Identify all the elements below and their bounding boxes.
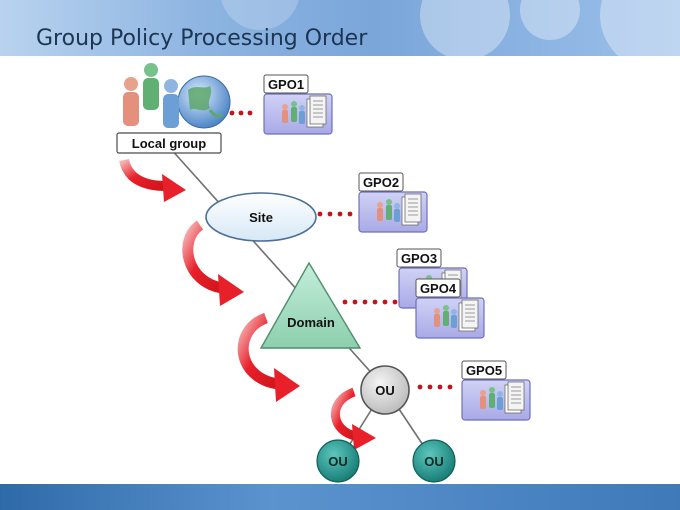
gpo2-label: GPO2 <box>363 175 399 190</box>
users-document-icon <box>461 379 531 421</box>
curved-arrow-icon <box>237 312 300 402</box>
page-title: Group Policy Processing Order <box>36 26 368 51</box>
gpo1[interactable]: GPO1 <box>263 74 333 135</box>
gpo4[interactable]: GPO4 <box>415 278 485 339</box>
node-ou-parent-label: OU <box>375 383 395 398</box>
node-ou-child-right-label: OU <box>424 454 444 469</box>
gpo3[interactable]: GPO3 <box>396 248 468 309</box>
node-local-group-label: Local group <box>132 136 206 151</box>
node-ou-parent[interactable]: OU <box>360 365 410 415</box>
curved-arrow-icon <box>119 158 186 202</box>
gpo5-label: GPO5 <box>466 363 502 378</box>
people-globe-icon <box>123 63 231 129</box>
gpo-link-dots <box>229 110 453 390</box>
gpo2[interactable]: GPO2 <box>358 172 428 233</box>
node-ou-child-left[interactable]: OU <box>316 439 360 483</box>
gpo5[interactable]: GPO5 <box>461 360 531 421</box>
users-document-icon <box>358 191 428 233</box>
node-domain-label: Domain <box>287 315 335 330</box>
gpo3-label: GPO3 <box>401 251 437 266</box>
node-ou-child-right[interactable]: OU <box>412 439 456 483</box>
footer-banner <box>0 484 680 510</box>
processing-order-arrows <box>119 158 376 450</box>
curved-arrow-icon <box>182 220 244 306</box>
users-document-icon <box>415 297 485 339</box>
users-document-icon <box>263 93 333 135</box>
node-site-label: Site <box>249 210 273 225</box>
gpo1-label: GPO1 <box>268 77 304 92</box>
gpo4-label: GPO4 <box>420 281 457 296</box>
curved-arrow-icon <box>331 387 376 450</box>
title-banner <box>0 0 680 56</box>
node-site[interactable]: Site <box>205 192 317 242</box>
node-ou-child-left-label: OU <box>328 454 348 469</box>
node-domain[interactable]: Domain <box>259 261 362 349</box>
node-local-group[interactable]: Local group <box>116 132 222 154</box>
